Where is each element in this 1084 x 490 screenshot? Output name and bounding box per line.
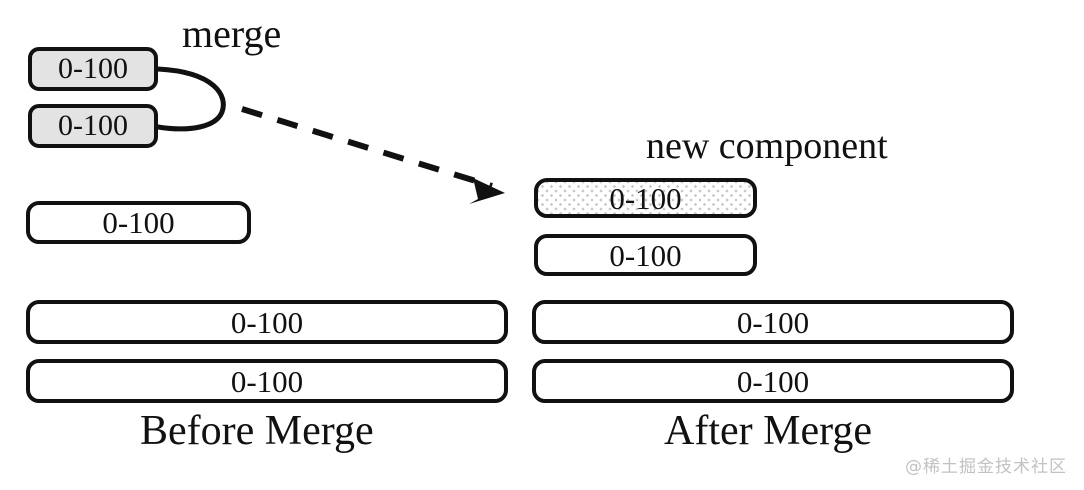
right-wide-box-1: 0-100 [532, 300, 1014, 344]
left-top-box-1: 0-100 [28, 47, 158, 91]
merge-label: merge [182, 11, 282, 56]
left-wide-box-2: 0-100 [26, 359, 508, 403]
merge-brace-icon [155, 66, 226, 132]
transition-arrow-head-icon [469, 178, 505, 204]
right-wide-box-2: 0-100 [532, 359, 1014, 403]
before-merge-caption: Before Merge [140, 408, 374, 454]
box-label: 0-100 [102, 205, 175, 240]
new-component-label: new component [646, 125, 888, 167]
box-label: 0-100 [736, 304, 810, 340]
transition-arrow-line [241, 106, 493, 189]
right-middle-box: 0-100 [534, 234, 757, 276]
left-top-box-2: 0-100 [28, 104, 158, 148]
left-middle-box: 0-100 [26, 201, 251, 244]
left-wide-box-1: 0-100 [26, 300, 508, 344]
new-component-box: 0-100 [534, 178, 757, 218]
box-label: 0-100 [230, 304, 304, 340]
watermark: @稀土掘金技术社区 [905, 457, 1067, 477]
box-label: 0-100 [58, 109, 128, 142]
box-label: 0-100 [609, 180, 682, 216]
box-label: 0-100 [736, 363, 810, 399]
after-merge-caption: After Merge [664, 408, 872, 454]
box-label: 0-100 [58, 52, 128, 85]
box-label: 0-100 [609, 237, 682, 273]
box-label: 0-100 [230, 363, 304, 399]
